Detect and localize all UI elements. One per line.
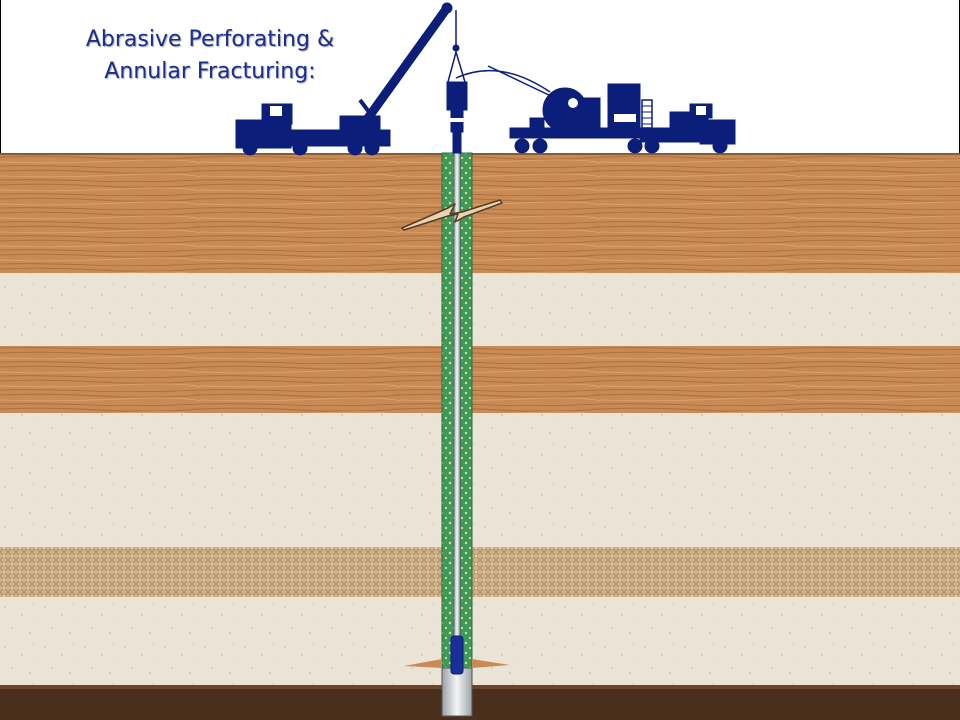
rock-layers [0,153,960,720]
layer-light-rock-1 [0,273,960,346]
layer-light-rock-3 [0,597,960,685]
fracture-icon [401,199,503,231]
lower-fracture-right [472,659,510,668]
diagram-title: Abrasive Perforating & Annular Fracturin… [40,24,380,88]
lower-fracture [404,659,442,668]
layer-textured-band [0,547,960,597]
jet-tool-icon [450,635,464,675]
wellbore [404,152,510,717]
layer-bottom-rock [0,685,960,720]
annulus-right [459,152,473,671]
layer-light-rock-2 [0,413,960,547]
tubing [453,152,461,639]
wellhead-icon [446,49,468,154]
crane-truck-icon [235,2,460,156]
coiled-tubing-unit-icon [455,65,736,154]
layer-sandstone-middle [0,346,960,413]
sky [0,0,960,153]
layer-sandstone-top [0,153,960,273]
annulus-left [441,152,455,671]
casing-bottom [441,667,473,717]
title-line-1: Abrasive Perforating & [85,27,335,52]
title-line-2: Annular Fracturing: [104,59,316,84]
